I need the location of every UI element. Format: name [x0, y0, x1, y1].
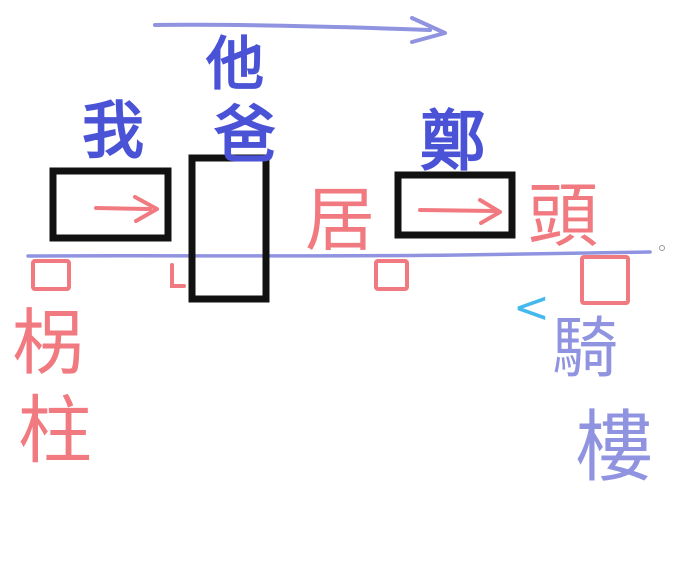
right-box-arrow-head [478, 198, 502, 225]
square-left [31, 259, 71, 291]
right-box-arrow-shaft [418, 208, 497, 213]
label-ma: 騎 [552, 310, 618, 387]
square-mid-left [170, 263, 186, 288]
baseline-stroke [26, 250, 652, 258]
label-tou: 頭 [528, 175, 598, 257]
small-cyan-mark: < [513, 282, 550, 333]
top-arrow [153, 16, 447, 44]
left-box-arrow-head [133, 195, 159, 223]
black-boxes [49, 154, 516, 303]
left-box-arrow-shaft [94, 206, 152, 211]
top-arrow-head [410, 16, 447, 44]
right-box [394, 171, 516, 239]
label-lou: 樓 [575, 403, 653, 493]
label-zheng: 鄭 [420, 103, 486, 180]
red-arrows [94, 195, 502, 225]
label-wo: 我 [82, 94, 144, 167]
top-arrow-shaft [153, 22, 432, 32]
handwritten-labels: 我 他 爸 鄭 居 頭 柺 柱 騎 樓 < [12, 30, 653, 493]
label-ta: 他 [205, 30, 264, 98]
label-niu2: 柱 [18, 388, 92, 474]
center-box [188, 154, 270, 303]
baseline [26, 245, 665, 258]
small-dot [659, 245, 665, 251]
label-ju: 居 [305, 179, 375, 261]
label-niu1: 柺 [12, 301, 84, 385]
label-ba: 爸 [213, 98, 276, 171]
square-mid-right [374, 259, 409, 291]
red-squares [31, 255, 630, 305]
square-right [580, 255, 630, 305]
left-box [49, 167, 172, 242]
